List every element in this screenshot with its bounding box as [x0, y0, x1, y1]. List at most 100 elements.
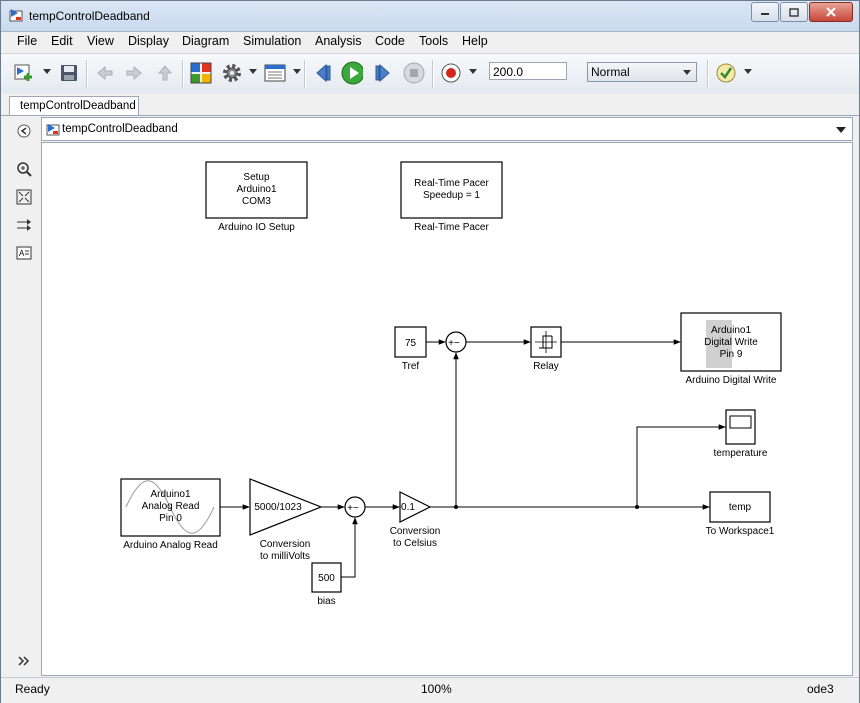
- block-caption: Conversion: [390, 526, 441, 537]
- explorer-dropdown[interactable]: [293, 69, 301, 74]
- real-time-pacer-block[interactable]: Real-Time Pacer Speedup = 1 Real-Time Pa…: [400, 161, 503, 233]
- block-diagram[interactable]: Setup Arduino1 COM3 Arduino IO Setup Rea…: [42, 143, 854, 677]
- arduino-digital-write-block[interactable]: Arduino1 Digital Write Pin 9 Arduino Dig…: [680, 312, 782, 386]
- block-text: Arduino1: [150, 489, 190, 500]
- solver-name[interactable]: ode3: [807, 682, 834, 696]
- arduino-analog-read-block[interactable]: Arduino1 Analog Read Pin 0 Arduino Analo…: [120, 478, 221, 551]
- settings-dropdown[interactable]: [249, 69, 257, 74]
- model-canvas[interactable]: Setup Arduino1 COM3 Arduino IO Setup Rea…: [41, 142, 853, 676]
- fit-to-view-button[interactable]: [15, 188, 33, 206]
- new-model-dropdown[interactable]: [43, 69, 51, 74]
- toolbar-separator: [86, 60, 88, 88]
- collapse-left-icon: [17, 124, 31, 138]
- branch-point: [635, 505, 639, 509]
- gain-millivolts-block[interactable]: 5000/1023 Conversion to milliVolts: [249, 478, 323, 562]
- stop-icon: [403, 62, 425, 84]
- record-button[interactable]: [440, 62, 462, 84]
- model-advisor-button[interactable]: [715, 62, 737, 84]
- step-forward-icon: [375, 63, 390, 83]
- arrow-right-icon: [126, 65, 142, 81]
- toolbar-separator: [304, 60, 306, 88]
- step-forward-button[interactable]: [372, 62, 394, 84]
- block-caption: To Workspace1: [706, 526, 775, 537]
- close-button[interactable]: [809, 2, 853, 22]
- zoom-icon: [17, 162, 32, 177]
- block-text: 0.1: [401, 502, 415, 513]
- expand-palette-button[interactable]: [15, 652, 33, 670]
- block-caption: Relay: [533, 361, 559, 372]
- scope-block[interactable]: temperature: [714, 409, 768, 459]
- menu-file[interactable]: File: [17, 34, 38, 48]
- menu-analysis[interactable]: Analysis: [315, 34, 362, 48]
- model-explorer-button[interactable]: [264, 62, 286, 84]
- status-bar: Ready 100% ode3: [1, 677, 859, 703]
- menu-view[interactable]: View: [87, 34, 114, 48]
- hide-browser-button[interactable]: [15, 122, 33, 140]
- window-controls: [750, 2, 853, 22]
- fit-view-icon: [16, 189, 32, 205]
- new-model-button[interactable]: [13, 62, 35, 84]
- block-caption: Conversion: [260, 539, 311, 550]
- title-bar[interactable]: tempControlDeadband: [1, 1, 859, 32]
- block-caption: to Celsius: [393, 538, 437, 549]
- menu-display[interactable]: Display: [128, 34, 169, 48]
- toolbar: [1, 53, 859, 95]
- step-back-button[interactable]: [312, 62, 334, 84]
- menu-simulation[interactable]: Simulation: [243, 34, 302, 48]
- arrow-up-icon: [157, 65, 173, 81]
- check-icon: [716, 63, 736, 83]
- save-button[interactable]: [58, 62, 80, 84]
- relay-block[interactable]: Relay: [530, 326, 562, 372]
- signal-line[interactable]: [636, 424, 726, 507]
- tab-model[interactable]: tempControlDeadband: [9, 96, 139, 115]
- up-button[interactable]: [154, 62, 176, 84]
- sine-wave-icon: [125, 480, 215, 534]
- block-text: temp: [729, 502, 752, 513]
- run-button[interactable]: [341, 61, 363, 85]
- simulation-mode-select[interactable]: Normal: [587, 62, 697, 82]
- back-button[interactable]: [94, 62, 116, 84]
- menu-tools[interactable]: Tools: [419, 34, 449, 48]
- stop-button[interactable]: [403, 62, 425, 84]
- simulink-model-icon: [46, 124, 60, 136]
- to-workspace-block[interactable]: temp To Workspace1: [706, 491, 775, 537]
- block-caption: Arduino Digital Write: [686, 375, 777, 386]
- gain-celsius-block[interactable]: 0.1 Conversion to Celsius: [390, 491, 441, 549]
- menu-code[interactable]: Code: [375, 34, 405, 48]
- annotation-button[interactable]: A: [15, 244, 33, 262]
- minimize-button[interactable]: [751, 2, 779, 22]
- block-text: Pin 0: [159, 513, 182, 524]
- maximize-button[interactable]: [780, 2, 808, 22]
- run-icon: [341, 61, 363, 85]
- record-dropdown[interactable]: [469, 69, 477, 74]
- breadcrumb[interactable]: tempControlDeadband: [41, 117, 853, 141]
- signal-line[interactable]: [341, 517, 358, 578]
- block-text: COM3: [242, 196, 271, 207]
- menu-diagram[interactable]: Diagram: [182, 34, 230, 48]
- chevron-down-icon[interactable]: [836, 127, 846, 133]
- relay-icon: [535, 331, 557, 353]
- sum-signs: +−: [448, 338, 460, 349]
- library-browser-icon: [190, 62, 212, 84]
- forward-button[interactable]: [123, 62, 145, 84]
- zoom-button[interactable]: [15, 160, 33, 178]
- sum2-block[interactable]: +−: [344, 496, 366, 518]
- simulation-mode-value: Normal: [591, 65, 630, 79]
- block-text: Speedup = 1: [423, 190, 480, 201]
- library-browser-button[interactable]: [190, 62, 212, 84]
- model-explorer-icon: [264, 64, 286, 82]
- sum1-block[interactable]: +−: [445, 331, 467, 353]
- model-settings-button[interactable]: [221, 62, 243, 84]
- menu-edit[interactable]: Edit: [51, 34, 73, 48]
- toolbar-separator: [182, 60, 184, 88]
- menu-help[interactable]: Help: [462, 34, 488, 48]
- arrows-right-icon: [17, 219, 31, 231]
- advisor-dropdown[interactable]: [744, 69, 752, 74]
- tref-constant-block[interactable]: 75 Tref: [394, 326, 427, 372]
- signal-lines-button[interactable]: [15, 216, 33, 234]
- arduino-io-setup-block[interactable]: Setup Arduino1 COM3 Arduino IO Setup: [205, 161, 308, 233]
- new-model-icon: [14, 64, 32, 81]
- save-icon: [61, 65, 77, 81]
- stop-time-input[interactable]: 200.0: [489, 62, 567, 80]
- bias-constant-block[interactable]: 500 bias: [311, 562, 342, 607]
